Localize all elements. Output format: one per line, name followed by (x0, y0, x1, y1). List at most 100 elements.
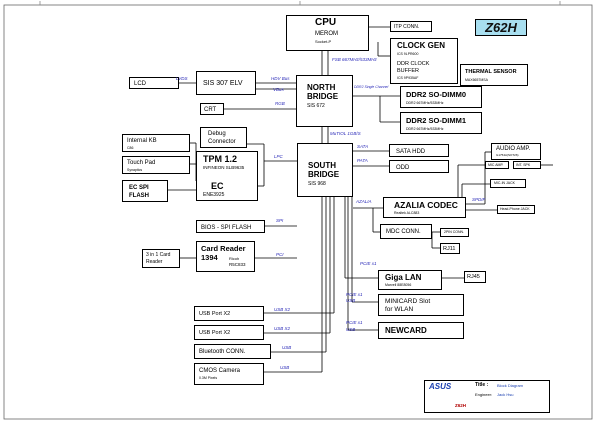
azalia-codec-part: Realtek ALC883 (394, 211, 420, 215)
minicard-slot-line2: for WLAN (385, 306, 414, 313)
clock-gen-part: ICS 9LPR600 (397, 52, 419, 56)
mic-in-jack-block: MIC-IN JACK (490, 179, 526, 188)
giga-lan-block: Giga LAN Marvell 88E8056 (378, 270, 442, 290)
north-bridge-line1: NORTH (307, 83, 336, 92)
bluetooth-conn-block: Bluetooth CONN. (194, 344, 271, 359)
lpc-bus-label: LPC (274, 154, 283, 159)
mdc-conn-label: MDC CONN. (386, 229, 421, 235)
minicard-slot-line1: MINICARD Slot (385, 298, 431, 305)
usb-newcard-label: USB (346, 327, 356, 332)
newcard-label: NEWCARD (385, 326, 427, 335)
south-bridge-line1: SOUTH (308, 161, 336, 170)
debug-connector-line2: Connector (208, 139, 236, 145)
usb-port-label-2: USB Port X2 (199, 330, 231, 336)
engineer-value: Jack Hsu (497, 392, 514, 397)
rj11-label: RJ11 (443, 246, 456, 252)
crt-label: CRT (204, 107, 217, 113)
int-spk-block: INT. SPK (513, 161, 541, 169)
mic-in-jack-label: MIC-IN JACK (494, 181, 515, 185)
internal-kb-part: C86 (127, 146, 134, 150)
title-block-model: Z62H (455, 403, 467, 408)
ddr-buffer-line2: BUFFER (397, 68, 419, 74)
touchpad-vendor: Synaptics (127, 168, 143, 172)
sis307-block: SIS 307 ELV (196, 71, 256, 95)
north-bridge-block: NORTH BRIDGE SIS 672 (296, 75, 353, 127)
card-reader-title: Card Reader (201, 244, 246, 253)
internal-kb-block: Internal KB C86 (122, 134, 190, 152)
debug-connector-block: Debug Connector (200, 127, 247, 148)
clock-gen-block: CLOCK GEN ICS 9LPR600 DDR CLOCK BUFFER I… (390, 38, 458, 84)
usb-port-block-1: USB Port X2 (194, 306, 264, 321)
ec-spi-flash-line2: FLASH (129, 193, 149, 199)
dimm0-block: DDR2 SO-DIMM0 DDR2 667MHz/533MHz (400, 86, 482, 108)
vbus-label: VBus (273, 87, 284, 92)
azalia-bus-label: AZALIA (356, 199, 372, 204)
usb-port-label-1: USB Port X2 (199, 311, 231, 317)
mic-amp-label: MIC AMP. (488, 163, 504, 167)
cmos-camera-block: CMOS Camera 0.3M Pixels (194, 363, 264, 385)
cpu-block: CPU MEROM Socket-P (286, 15, 369, 51)
int-spk-label: INT. SPK (516, 163, 531, 167)
pcie-minicard-label: PCIE x1 (346, 292, 363, 297)
ddr2-channel-label: DDR2 Single Channel (354, 85, 389, 89)
card-reader-block: Card Reader 1394 Ricoh R5C833 (196, 241, 255, 272)
3in1-card-reader-line2: Reader (146, 259, 163, 265)
fsb-label: FSB 667MHz/533MHz (332, 57, 377, 62)
dimm0-title: DDR2 SO-DIMM0 (406, 90, 467, 99)
usb-port-block-2: USB Port X2 (194, 325, 264, 340)
sata-hdd-block: SATA HDD (389, 144, 449, 157)
internal-kb-title: Internal KB (127, 138, 157, 144)
azalia-codec-block: AZALIA CODEC Realtek ALC883 (383, 197, 466, 218)
card-reader-1394: 1394 (201, 253, 218, 262)
company-logo: ASUS (429, 382, 452, 391)
north-bridge-part: SIS 672 (307, 103, 325, 109)
south-bridge-block: SOUTH BRIDGE SIS 968 (297, 143, 353, 197)
pcie-lan-label: PCIE x1 (360, 261, 377, 266)
dimm1-block: DDR2 SO-DIMM1 DDR2 667MHz/533MHz (400, 112, 482, 134)
engineer-label: Engineer: (475, 392, 493, 397)
sis307-label: SIS 307 ELV (203, 80, 243, 87)
bluetooth-conn-label: Bluetooth CONN. (199, 349, 246, 355)
spi-bus-label: SPI (276, 218, 284, 223)
touchpad-title: Touch Pad (127, 160, 156, 166)
ddr-buffer-line1: DDR CLOCK (397, 61, 430, 67)
headphone-jack-label: Head-Phone JACK (500, 207, 530, 211)
card-reader-vendor: Ricoh (229, 256, 240, 261)
usb-minicard-label: USB (346, 298, 356, 303)
newcard-block: NEWCARD (378, 322, 464, 339)
odd-label: ODD (396, 165, 410, 171)
north-bridge-line2: BRIDGE (307, 92, 339, 101)
ec-title: EC (211, 181, 224, 191)
lcd-block: LCD (129, 77, 179, 89)
rj45-block: RJ45 (464, 271, 486, 283)
dimm0-speed: DDR2 667MHz/533MHz (406, 101, 444, 105)
spdif-bus-label: SPDIF (472, 197, 486, 202)
giga-lan-title: Giga LAN (385, 273, 422, 282)
3in1-card-reader-block: 3 in 1 Card Reader (142, 249, 180, 268)
touchpad-block: Touch Pad Synaptics (122, 156, 190, 174)
lcd-label: LCD (134, 81, 147, 87)
usb-x2-label-1: USB X2 (274, 307, 291, 312)
board-model-label: Z62H (475, 19, 527, 36)
minicard-slot-block: MINICARD Slot for WLAN (378, 294, 464, 316)
rj11-block: RJ11 (440, 243, 460, 254)
cmos-camera-spec: 0.3M Pixels (199, 376, 218, 380)
usb-cmos-label: USB (280, 365, 290, 370)
bios-spi-flash-label: BIOS - SPI FLASH (201, 225, 252, 231)
spacer (541, 161, 542, 162)
thermal-sensor-block: THERMAL SENSOR MAX6657MSA (460, 64, 528, 86)
usb-x2-label-2: USB X2 (274, 326, 291, 331)
mic-amp-block: MIC AMP. (485, 161, 509, 169)
rj45-label: RJ45 (467, 274, 480, 280)
ddr-buffer-part: ICS 9P935AF (397, 76, 419, 80)
tpm-ec-group: TPM 1.2 INFINEON SLB9635 EC ENE3925 (196, 151, 258, 201)
audio-amp-title: AUDIO AMP. (496, 146, 531, 152)
headphone-jack-block: Head-Phone JACK (497, 205, 535, 214)
hdv-bus-label: HDV Bus (271, 76, 290, 81)
odd-block: ODD (389, 160, 449, 173)
giga-lan-part: Marvell 88E8056 (385, 283, 412, 287)
audio-amp-block: AUDIO AMP. G1754A(SOT26) (491, 143, 541, 160)
south-bridge-part: SIS 968 (308, 181, 326, 187)
dimm1-title: DDR2 SO-DIMM1 (406, 116, 467, 125)
